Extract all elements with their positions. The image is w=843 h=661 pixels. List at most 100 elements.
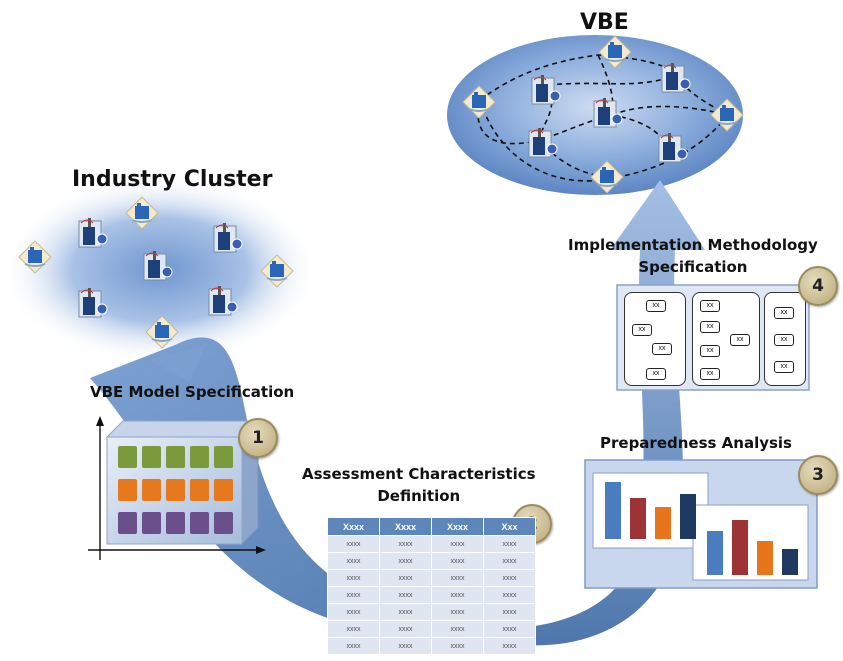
table-cell: xxxx xyxy=(379,586,432,604)
cube-tile xyxy=(166,446,185,468)
cube-tile xyxy=(166,479,185,501)
table-cell: xxxx xyxy=(431,637,484,655)
table-cell: xxxx xyxy=(379,552,432,570)
flow-box: xx xyxy=(652,343,672,355)
step-1-badge: 1 xyxy=(238,418,278,458)
cube-tile xyxy=(190,446,209,468)
factory-icon xyxy=(655,130,689,164)
flow-box: xx xyxy=(774,307,794,319)
flow-box: xx xyxy=(700,300,720,312)
table-cell: xxxx xyxy=(327,603,380,621)
table-header-cell: Xxx xyxy=(483,517,536,536)
cube-tile xyxy=(142,446,161,468)
table-header-cell: Xxxx xyxy=(431,517,484,536)
table-cell: xxxx xyxy=(379,569,432,587)
prep-bar xyxy=(732,520,748,575)
building-icon xyxy=(462,85,496,119)
table-cell: xxxx xyxy=(483,552,536,570)
flow-box: xx xyxy=(632,324,652,336)
step-2-label-line2: Definition xyxy=(377,487,461,505)
table-cell: xxxx xyxy=(431,569,484,587)
table-cell: xxxx xyxy=(483,535,536,553)
process-arrow-head-left xyxy=(150,345,205,382)
table-cell: xxxx xyxy=(431,552,484,570)
building-icon xyxy=(590,160,624,194)
flow-box: xx xyxy=(774,334,794,346)
cube-tile xyxy=(190,512,209,534)
cube-tile xyxy=(142,512,161,534)
factory-icon xyxy=(210,220,244,254)
factory-icon xyxy=(528,72,562,106)
cube-tile xyxy=(118,446,137,468)
prep-bar xyxy=(707,531,723,575)
process-arrow-left xyxy=(90,337,525,645)
step-4-badge: 4 xyxy=(798,266,838,306)
step-4-label-line1: Implementation Methodology xyxy=(568,236,818,254)
step-4-label: Implementation Methodology Specification xyxy=(568,234,818,278)
table-cell: xxxx xyxy=(431,603,484,621)
step-1-label: VBE Model Specification xyxy=(90,383,295,401)
flow-box: xx xyxy=(700,345,720,357)
cube-tile xyxy=(118,512,137,534)
flow-box: xx xyxy=(774,361,794,373)
step-2-label: Assessment Characteristics Definition xyxy=(302,463,536,507)
table-cell: xxxx xyxy=(483,637,536,655)
factory-icon xyxy=(75,285,109,319)
building-icon xyxy=(18,240,52,274)
table-header-cell: Xxxx xyxy=(327,517,380,536)
table-cell: xxxx xyxy=(483,586,536,604)
cube-tile xyxy=(190,479,209,501)
table-cell: xxxx xyxy=(431,586,484,604)
building-icon xyxy=(145,315,179,349)
table-cell: xxxx xyxy=(327,586,380,604)
table-cell: xxxx xyxy=(483,569,536,587)
table-cell: xxxx xyxy=(327,552,380,570)
building-icon xyxy=(598,35,632,69)
table-cell: xxxx xyxy=(327,535,380,553)
factory-icon xyxy=(525,125,559,159)
cube-tile xyxy=(214,479,233,501)
table-cell: xxxx xyxy=(379,620,432,638)
prep-bar xyxy=(605,482,621,539)
table-cell: xxxx xyxy=(327,637,380,655)
building-icon xyxy=(710,98,744,132)
building-icon xyxy=(125,196,159,230)
table-cell: xxxx xyxy=(431,620,484,638)
cube-tile xyxy=(166,512,185,534)
factory-icon xyxy=(140,248,174,282)
step-4-label-line2: Specification xyxy=(638,258,748,276)
flow-box: xx xyxy=(730,334,750,346)
flow-box: xx xyxy=(646,300,666,312)
prep-bar xyxy=(630,498,646,539)
prep-bar xyxy=(757,541,773,575)
industry-cluster-title: Industry Cluster xyxy=(72,167,273,192)
factory-icon xyxy=(205,283,239,317)
cube-tile xyxy=(214,512,233,534)
prep-bar xyxy=(782,549,798,575)
flow-box: xx xyxy=(700,368,720,380)
table-cell: xxxx xyxy=(379,535,432,553)
table-cell: xxxx xyxy=(379,637,432,655)
step-3-label: Preparedness Analysis xyxy=(600,434,792,452)
table-cell: xxxx xyxy=(379,603,432,621)
prep-bar xyxy=(655,507,671,539)
factory-icon xyxy=(658,60,692,94)
cube-tile xyxy=(118,479,137,501)
flow-box: xx xyxy=(646,368,666,380)
building-icon xyxy=(260,254,294,288)
table-cell: xxxx xyxy=(431,535,484,553)
table-cell: xxxx xyxy=(327,620,380,638)
cube-tile xyxy=(214,446,233,468)
step-2-label-line1: Assessment Characteristics xyxy=(302,465,536,483)
flow-box: xx xyxy=(700,321,720,333)
